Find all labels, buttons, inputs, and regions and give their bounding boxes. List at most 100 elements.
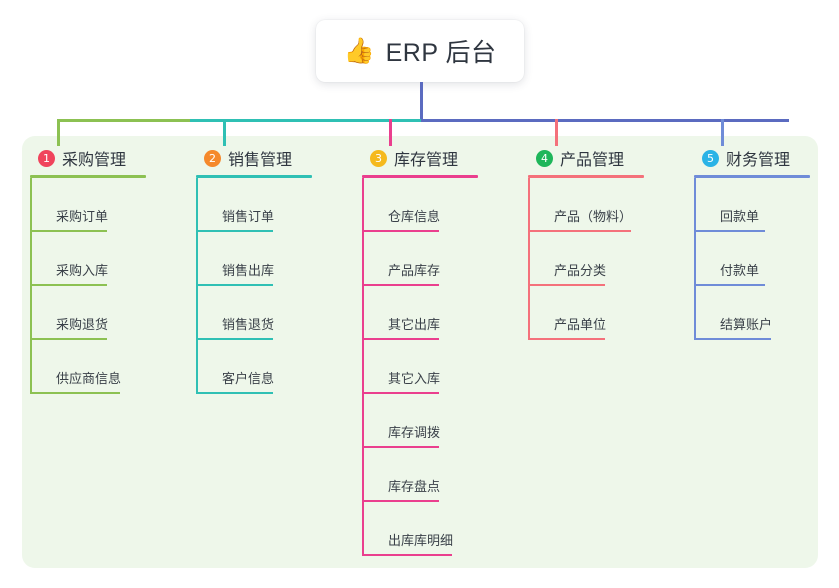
column-title: 财务管理 xyxy=(726,152,791,169)
column-header-rule xyxy=(694,175,810,178)
leaf-item-rule xyxy=(32,284,107,286)
leaf-item[interactable]: 销售订单 xyxy=(196,178,312,232)
column-5: 5 财务管理回款单付款单结算账户 xyxy=(694,146,810,340)
column-3: 3 库存管理仓库信息产品库存其它出库其它入库库存调拨库存盘点出库库明细 xyxy=(362,146,478,556)
leaf-item[interactable]: 仓库信息 xyxy=(362,178,478,232)
leaf-item[interactable]: 其它入库 xyxy=(362,340,478,394)
drop-line-5 xyxy=(721,119,724,146)
leaf-item-label: 其它入库 xyxy=(388,371,441,386)
leaf-item-rule xyxy=(530,284,605,286)
drop-line-1 xyxy=(57,119,60,146)
column-number-badge: 4 xyxy=(536,149,553,167)
leaf-item-rule xyxy=(364,338,439,340)
leaf-item[interactable]: 客户信息 xyxy=(196,340,312,394)
leaf-item-label: 销售退货 xyxy=(222,317,275,332)
thumbs-up-icon: 👍 xyxy=(343,36,375,65)
column-items: 回款单付款单结算账户 xyxy=(694,178,810,340)
root-node-erp-backend[interactable]: 👍 ERP 后台 xyxy=(316,20,524,82)
leaf-item[interactable]: 其它出库 xyxy=(362,286,478,340)
column-4: 4 产品管理产品（物料） 产品分类产品单位 xyxy=(528,146,644,340)
column-spine xyxy=(30,178,32,394)
leaf-item[interactable]: 采购入库 xyxy=(30,232,146,286)
column-header-rule xyxy=(362,175,478,178)
leaf-item-rule xyxy=(696,284,765,286)
column-title: 采购管理 xyxy=(62,152,127,169)
leaf-item-rule xyxy=(364,392,439,394)
leaf-item[interactable]: 库存盘点 xyxy=(362,448,478,502)
leaf-item-label: 出库库明细 xyxy=(388,533,454,548)
content-panel xyxy=(22,136,818,568)
leaf-item-label: 采购订单 xyxy=(56,209,109,224)
column-title: 产品管理 xyxy=(560,152,625,169)
leaf-item[interactable]: 产品分类 xyxy=(528,232,644,286)
leaf-item-rule xyxy=(364,446,439,448)
segment-indigo xyxy=(421,119,789,122)
leaf-item-label: 产品（物料） xyxy=(554,209,633,224)
leaf-item-rule xyxy=(198,338,273,340)
leaf-item[interactable]: 结算账户 xyxy=(694,286,810,340)
leaf-item[interactable]: 供应商信息 xyxy=(30,340,146,394)
leaf-item-rule xyxy=(364,554,452,556)
leaf-item[interactable]: 产品库存 xyxy=(362,232,478,286)
leaf-item-rule xyxy=(696,230,765,232)
column-number-badge: 2 xyxy=(204,149,221,167)
leaf-item[interactable]: 销售出库 xyxy=(196,232,312,286)
column-number-badge: 3 xyxy=(370,149,387,167)
column-spine xyxy=(694,178,696,340)
column-header-3[interactable]: 3 库存管理 xyxy=(362,146,478,170)
column-header-rule xyxy=(30,175,146,178)
column-spine xyxy=(362,178,364,556)
drop-line-2 xyxy=(223,119,226,146)
leaf-item-label: 产品分类 xyxy=(554,263,607,278)
leaf-item-rule xyxy=(364,284,439,286)
leaf-item-rule xyxy=(364,500,439,502)
leaf-item[interactable]: 付款单 xyxy=(694,232,810,286)
column-title: 库存管理 xyxy=(394,152,459,169)
column-items: 销售订单销售出库销售退货客户信息 xyxy=(196,178,312,394)
leaf-item-rule xyxy=(364,230,439,232)
leaf-item[interactable]: 回款单 xyxy=(694,178,810,232)
column-header-rule xyxy=(196,175,312,178)
leaf-item[interactable]: 产品单位 xyxy=(528,286,644,340)
leaf-item-label: 库存盘点 xyxy=(388,479,441,494)
leaf-item-label: 回款单 xyxy=(720,209,760,224)
trunk-line xyxy=(420,82,423,122)
drop-line-3 xyxy=(389,119,392,146)
leaf-item-rule xyxy=(32,392,120,394)
leaf-item-rule xyxy=(530,338,605,340)
leaf-item[interactable]: 销售退货 xyxy=(196,286,312,340)
leaf-item[interactable]: 采购退货 xyxy=(30,286,146,340)
column-items: 仓库信息产品库存其它出库其它入库库存调拨库存盘点出库库明细 xyxy=(362,178,478,556)
segment-teal xyxy=(190,119,422,122)
leaf-item[interactable]: 产品（物料） xyxy=(528,178,644,232)
leaf-item-label: 付款单 xyxy=(720,263,760,278)
leaf-item[interactable]: 库存调拨 xyxy=(362,394,478,448)
leaf-item-label: 其它出库 xyxy=(388,317,441,332)
leaf-item-label: 销售出库 xyxy=(222,263,275,278)
column-header-rule xyxy=(528,175,644,178)
column-items: 采购订单采购入库采购退货供应商信息 xyxy=(30,178,146,394)
column-spine xyxy=(196,178,198,394)
column-number-badge: 5 xyxy=(702,149,719,167)
segment-green xyxy=(57,119,191,122)
leaf-item-label: 客户信息 xyxy=(222,371,275,386)
leaf-item[interactable]: 采购订单 xyxy=(30,178,146,232)
leaf-item[interactable]: 出库库明细 xyxy=(362,502,478,556)
drop-line-4 xyxy=(555,119,558,146)
column-header-4[interactable]: 4 产品管理 xyxy=(528,146,644,170)
leaf-item-rule xyxy=(32,338,107,340)
leaf-item-label: 产品库存 xyxy=(388,263,441,278)
column-header-5[interactable]: 5 财务管理 xyxy=(694,146,810,170)
leaf-item-label: 供应商信息 xyxy=(56,371,122,386)
leaf-item-label: 库存调拨 xyxy=(388,425,441,440)
leaf-item-label: 结算账户 xyxy=(720,317,773,332)
root-node-title: ERP 后台 xyxy=(385,39,497,67)
leaf-item-label: 采购入库 xyxy=(56,263,109,278)
leaf-item-label: 产品单位 xyxy=(554,317,607,332)
leaf-item-label: 采购退货 xyxy=(56,317,109,332)
